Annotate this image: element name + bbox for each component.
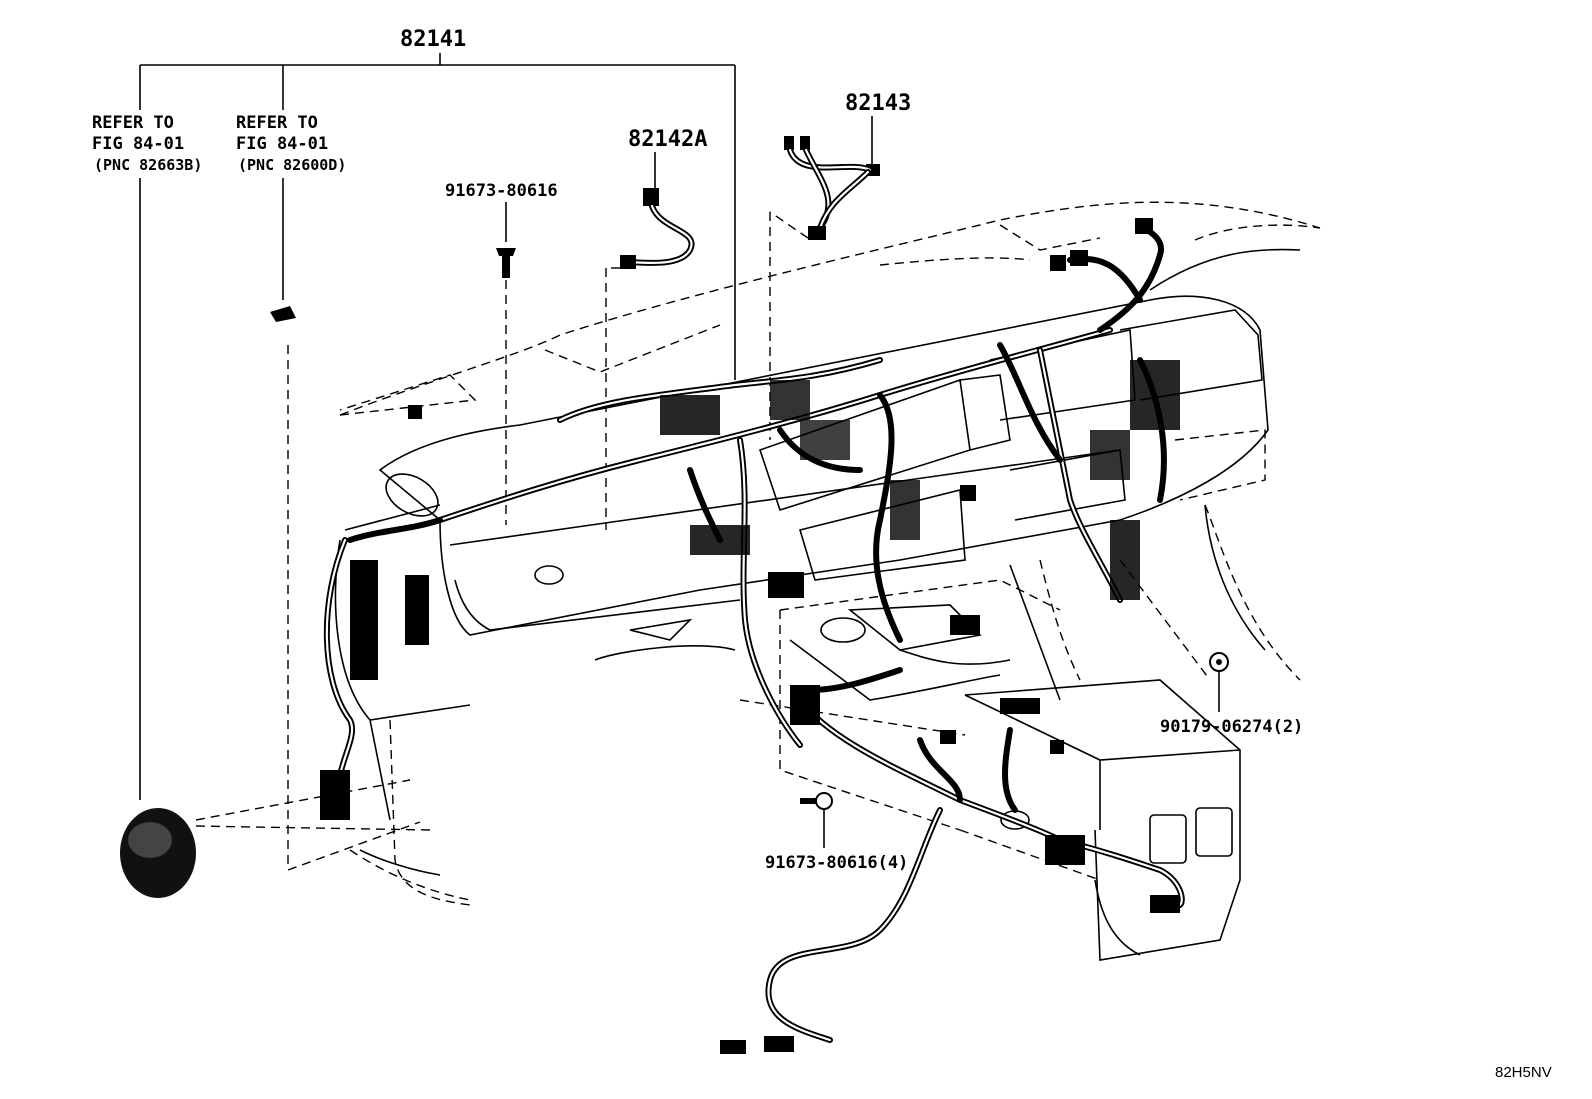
clip-label: 90179-06274(2) [1160, 717, 1303, 737]
part-82142a-label: 82142A [628, 127, 707, 152]
part-82141-bracket: 82141 [139, 27, 736, 380]
refer-right-clip-part [270, 306, 421, 871]
clip-callout: 90179-06274(2) [1160, 652, 1303, 737]
svg-text:(PNC 82663B): (PNC 82663B) [94, 156, 202, 174]
connector-82142a-bottom [620, 255, 636, 269]
bolt-bottom-icon [800, 792, 833, 810]
bolt-top-callout: 91673-80616 [445, 181, 558, 525]
svg-text:REFER TO: REFER TO [92, 113, 174, 133]
svg-text:REFER TO: REFER TO [236, 113, 318, 133]
bolt-bottom-label: 91673-80616(4) [765, 853, 908, 873]
svg-text:(PNC 82600D): (PNC 82600D) [238, 156, 346, 174]
svg-text:FIG 84-01: FIG 84-01 [92, 134, 184, 154]
part-82141-label: 82141 [400, 27, 466, 52]
clip-icon [1209, 652, 1229, 672]
svg-text:FIG 84-01: FIG 84-01 [236, 134, 328, 154]
illustration-code: 82H5NV [1495, 1064, 1552, 1081]
harness-connectors [320, 218, 1180, 1054]
instrument-panel-outline [334, 201, 1321, 961]
bolt-top-label: 91673-80616 [445, 181, 558, 201]
bolt-top-icon [496, 248, 516, 278]
main-harness-82141 [323, 225, 1185, 1043]
part-82143-label: 82143 [845, 91, 911, 116]
part-82143-callout: 82143 [769, 91, 911, 440]
connector-82142a-top [643, 188, 659, 206]
refer-right-label: REFER TO FIG 84-01 (PNC 82600D) [236, 113, 346, 174]
part-82142a-callout: 82142A [605, 127, 707, 530]
refer-left-label: REFER TO FIG 84-01 (PNC 82663B) [92, 113, 202, 174]
bolt-bottom-callout: 91673-80616(4) [765, 792, 908, 873]
refer-left-connector-part [120, 779, 431, 898]
